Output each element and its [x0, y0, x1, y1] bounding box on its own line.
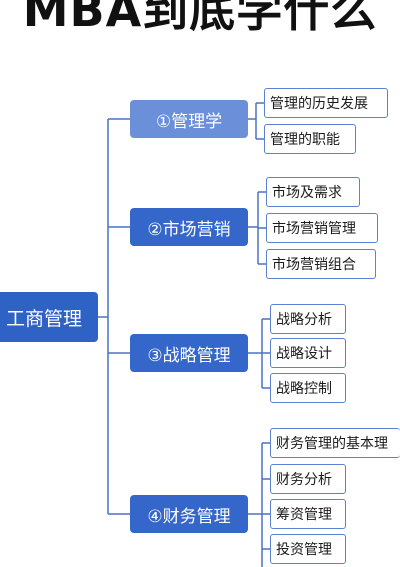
leaf-management-history: 管理的历史发展 [264, 88, 388, 118]
connector-root-branches [108, 118, 130, 515]
connector-branch-3 [248, 318, 270, 389]
leaf-market-demand: 市场及需求 [266, 177, 360, 207]
leaf-marketing-management: 市场营销管理 [266, 213, 378, 243]
leaf-financing-management: 筹资管理 [270, 499, 346, 529]
root-node: 工商管理 [0, 292, 98, 342]
leaf-finance-basics: 财务管理的基本理 [270, 428, 400, 458]
branch-marketing: ②市场营销 [130, 208, 248, 246]
leaf-investment-management: 投资管理 [270, 534, 346, 564]
leaf-finance-analysis: 财务分析 [270, 464, 346, 494]
leaf-strategy-control: 战略控制 [270, 373, 346, 403]
leaf-strategy-design: 战略设计 [270, 338, 346, 368]
connector-branch-1 [248, 102, 264, 140]
page-title: MBA到底学什么 [22, 0, 378, 37]
leaf-management-functions: 管理的职能 [264, 124, 356, 154]
connector-branch-2 [248, 191, 266, 265]
leaf-strategy-analysis: 战略分析 [270, 304, 346, 334]
leaf-marketing-mix: 市场营销组合 [266, 249, 376, 279]
branch-finance: ④财务管理 [130, 495, 248, 533]
branch-management: ①管理学 [130, 100, 248, 138]
branch-strategy: ③战略管理 [130, 334, 248, 372]
connector-branch-4 [248, 442, 270, 567]
